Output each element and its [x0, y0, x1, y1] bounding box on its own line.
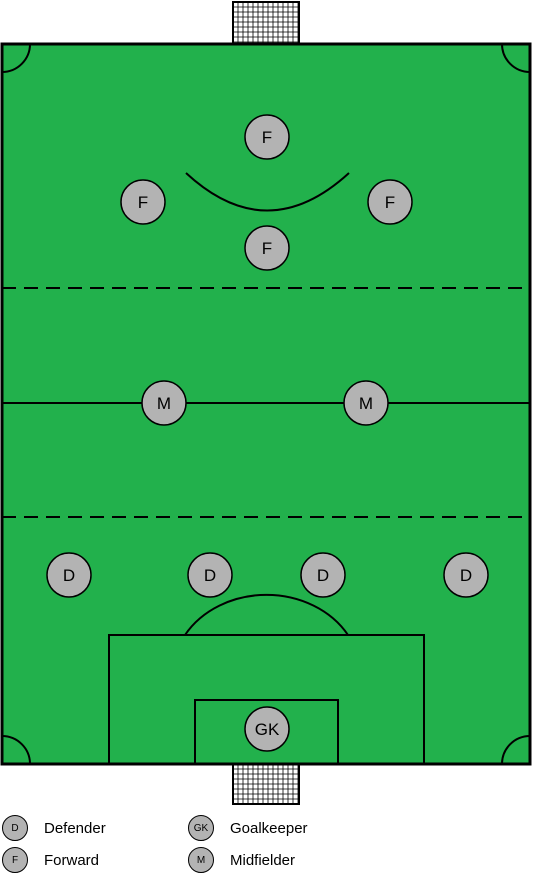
player-forward-1: F [244, 114, 290, 160]
player-marker [187, 552, 233, 598]
legend-label-defender: Defender [44, 819, 106, 837]
player-marker [343, 380, 389, 426]
player-marker [244, 706, 290, 752]
top-goal-net [232, 1, 300, 45]
player-label: D [204, 566, 216, 585]
forward-arc [185, 172, 350, 212]
corner-arc-top-right [501, 43, 531, 73]
legend-label-goalkeeper: Goalkeeper [230, 819, 308, 837]
player-defender-10: D [443, 552, 489, 598]
defender-icon: D [2, 815, 28, 841]
legend-item-defender: D Defender [2, 814, 106, 842]
player-marker [46, 552, 92, 598]
player-forward-4: F [244, 225, 290, 271]
penalty-arc [184, 593, 349, 636]
corner-arc-top-left [1, 43, 31, 73]
player-label: F [385, 193, 395, 212]
player-marker [244, 225, 290, 271]
forward-icon: F [2, 847, 28, 873]
goalkeeper-icon: GK [188, 815, 214, 841]
player-marker [367, 179, 413, 225]
player-goalkeeper-11: GK [244, 706, 290, 752]
player-defender-9: D [300, 552, 346, 598]
player-midfielder-6: M [343, 380, 389, 426]
corner-arc-bottom-right [501, 735, 531, 765]
player-marker [443, 552, 489, 598]
player-forward-3: F [367, 179, 413, 225]
bottom-goal-net [232, 763, 300, 805]
corner-arc-bottom-left [1, 735, 31, 765]
player-marker [141, 380, 187, 426]
player-label: F [262, 128, 272, 147]
player-label: D [317, 566, 329, 585]
player-midfielder-5: M [141, 380, 187, 426]
player-label: D [460, 566, 472, 585]
player-forward-2: F [120, 179, 166, 225]
legend: D Defender GK Goalkeeper F Forward M Mid… [0, 808, 535, 877]
player-label: M [359, 394, 373, 413]
player-marker [244, 114, 290, 160]
player-label: M [157, 394, 171, 413]
legend-label-midfielder: Midfielder [230, 851, 296, 869]
player-label: F [262, 239, 272, 258]
players: F F F F M M D D D D GK [46, 114, 489, 752]
player-label: GK [255, 720, 280, 739]
legend-item-forward: F Forward [2, 846, 99, 874]
soccer-field-diagram: F F F F M M D D D D GK [0, 1, 532, 805]
player-defender-8: D [187, 552, 233, 598]
player-marker [300, 552, 346, 598]
legend-item-goalkeeper: GK Goalkeeper [188, 814, 308, 842]
player-label: F [138, 193, 148, 212]
player-defender-7: D [46, 552, 92, 598]
player-label: D [63, 566, 75, 585]
midfielder-icon: M [188, 847, 214, 873]
legend-label-forward: Forward [44, 851, 100, 869]
goal-box [194, 699, 339, 765]
player-marker [120, 179, 166, 225]
legend-item-midfielder: M Midfielder [188, 846, 295, 874]
